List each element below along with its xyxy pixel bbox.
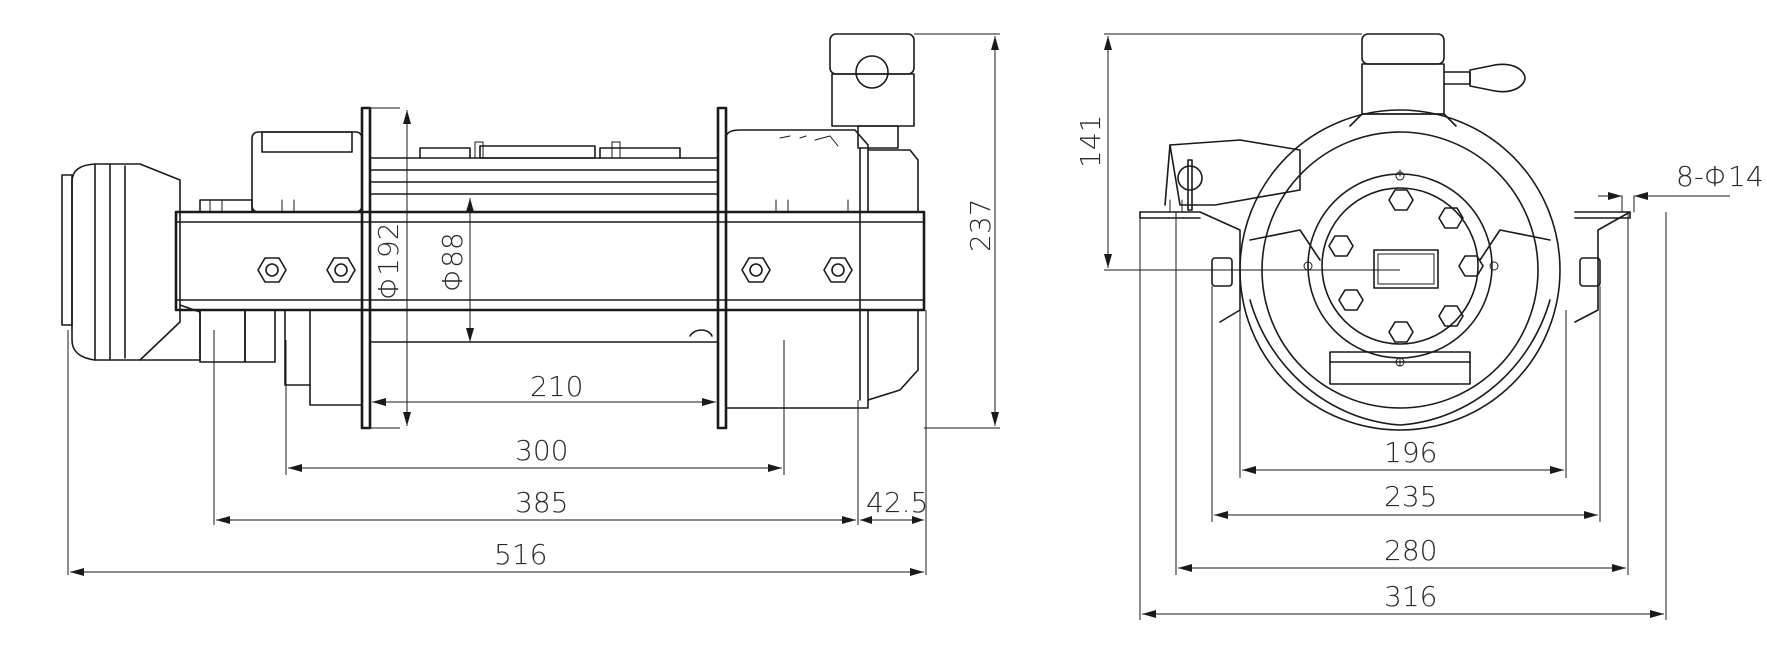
dim-width-280: 280	[1384, 534, 1437, 567]
hex-nut	[823, 257, 853, 283]
dim-drum-diameter: Φ192	[372, 222, 405, 300]
bolt	[1438, 207, 1464, 229]
dim-width-316: 316	[1384, 580, 1437, 613]
dim-mount-span: 385	[515, 486, 568, 519]
right-flange	[716, 106, 728, 430]
dim-axis-height: 141	[1074, 115, 1107, 168]
bolt	[1338, 289, 1364, 311]
end-base	[1139, 195, 1635, 323]
drum	[369, 141, 719, 343]
bolt	[1328, 235, 1354, 257]
dim-width-196: 196	[1384, 436, 1437, 469]
dim-holes: 8-Φ14	[1676, 160, 1764, 193]
left-flange	[360, 106, 372, 430]
hex-nut	[326, 257, 356, 283]
side-dimensions: Φ192 Φ88 237 210 300 385	[67, 33, 1000, 576]
hydraulic-motor	[61, 163, 276, 363]
bolt	[1458, 255, 1484, 277]
end-view: 141 8-Φ14 196 235	[1074, 33, 1764, 620]
left-gearbox	[251, 131, 363, 406]
dim-hub-diameter: Φ88	[436, 232, 469, 292]
bolt	[1388, 321, 1414, 343]
hex-nut	[741, 257, 771, 283]
base-frame	[174, 199, 926, 312]
side-view: Φ192 Φ88 237 210 300 385	[61, 33, 1000, 576]
dim-overall-length: 516	[494, 538, 547, 571]
dim-width-235: 235	[1384, 480, 1437, 513]
end-dimensions: 141 8-Φ14 196 235	[1074, 33, 1764, 620]
bolt	[1388, 189, 1414, 211]
dim-offset: 42.5	[866, 486, 928, 519]
dim-height: 237	[964, 199, 997, 252]
dim-flange-span: 300	[515, 434, 568, 467]
side-pin	[1164, 139, 1301, 211]
bolt	[1438, 305, 1464, 327]
valve-lever	[1349, 33, 1526, 127]
hex-nut	[257, 257, 287, 283]
right-housing	[725, 33, 919, 409]
dim-drum-length: 210	[530, 370, 583, 403]
